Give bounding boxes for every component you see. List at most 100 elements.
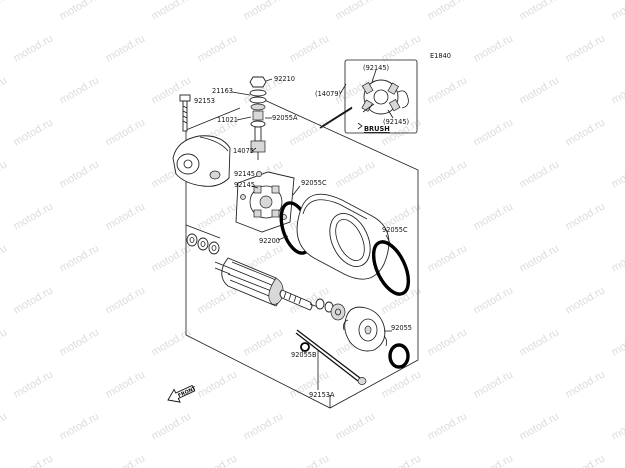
watermark-text: motod.ru [518,74,562,106]
watermark-text: motod.ru [334,0,378,23]
watermark-text: motod.ru [426,0,470,23]
watermark-text: motod.ru [426,410,470,442]
watermark-text: motod.ru [0,158,9,190]
inset-callout-92145-top: (92145) [363,64,389,72]
watermark-text: motod.ru [58,74,102,106]
callout-14079: (14079) [315,90,341,98]
front-cover [343,306,388,352]
watermark-text: motod.ru [12,32,56,64]
watermark-text: motod.ru [0,74,9,106]
yoke-housing [296,193,390,280]
callout-92055: 92055 [391,324,412,332]
callout-11021: 11021 [217,116,238,124]
watermark-text: motod.ru [0,0,9,23]
watermark-text: motod.ru [610,410,625,442]
watermark-text: motod.ru [610,326,625,358]
callout-92153: 92153 [194,97,215,105]
watermark-text: motod.ru [564,452,608,468]
bolt-92153 [179,94,191,132]
watermark-text: motod.ru [104,284,148,316]
watermark-text: motod.ru [426,158,470,190]
o-ring-92055C-lower [371,240,411,296]
watermark-text: motod.ru [104,200,148,232]
watermark-text: motod.ru [150,242,194,274]
watermark-text: motod.ru [196,284,240,316]
washer-stack-right [315,298,346,321]
watermark-text: motod.ru [12,452,56,468]
assembly-frame [185,97,419,409]
watermark-text: motod.ru [150,0,194,23]
callout-92200: 92200 [259,237,280,245]
watermark-text: motod.ru [242,410,286,442]
watermark-text: motod.ru [518,0,562,23]
watermark-text: motod.ru [150,326,194,358]
watermark-text: motod.ru [104,32,148,64]
watermark-text: motod.ru [0,326,9,358]
long-bolt-92153A [295,329,367,385]
figure-code: E1840 [430,52,451,60]
watermark-text: motod.ru [610,74,625,106]
watermark-text: motod.ru [58,410,102,442]
watermark-text: motod.ru [0,410,9,442]
watermark-text: motod.ru [242,0,286,23]
callout-92210: 92210 [274,75,295,83]
watermark-text: motod.ru [12,200,56,232]
watermark-text: motod.ru [196,32,240,64]
watermark-text: motod.ru [518,242,562,274]
callout-14075: 14075 [233,147,254,155]
watermark-text: motod.ru [564,32,608,64]
watermark-text: motod.ru [564,368,608,400]
watermark-text: motod.ru [426,242,470,274]
watermark-text: motod.ru [58,242,102,274]
watermark-text: motod.ru [104,116,148,148]
watermark-text: motod.ru [334,158,378,190]
watermark-text: motod.ru [610,0,625,23]
callout-92153A: 92153A [309,391,335,399]
terminal-stack [249,76,273,160]
watermark-text: motod.ru [610,158,625,190]
armature [214,257,319,311]
watermark-text: motod.ru [288,32,332,64]
watermark-text: motod.ru [288,452,332,468]
watermark-text: motod.ru [242,326,286,358]
front-arrow-icon: FRONT [167,384,198,403]
washer-stack-left [185,224,221,255]
inset-frame [344,59,418,134]
brush-inset: (92145) (92145) BRUSH [344,59,418,134]
watermark-text: motod.ru [12,116,56,148]
watermark-text: motod.ru [58,326,102,358]
watermark-text: motod.ru [104,452,148,468]
watermark-text: motod.ru [380,368,424,400]
watermark-text: motod.ru [564,116,608,148]
callout-21163: 21163 [212,87,233,95]
watermark-text: motod.ru [0,242,9,274]
watermark-text: motod.ru [12,368,56,400]
o-ring-92055 [388,343,410,369]
watermark-text: motod.ru [472,452,516,468]
watermark-text: motod.ru [380,284,424,316]
callout-92055B: 92055B [291,351,317,359]
watermark-text: motod.ru [380,452,424,468]
watermark-text: motod.ru [472,368,516,400]
watermark-text: motod.ru [518,410,562,442]
watermark-text: motod.ru [518,158,562,190]
o-ring-92055B [300,342,310,352]
callout-92055C-b: 92055C [382,226,408,234]
watermark-text: motod.ru [196,200,240,232]
watermark-text: motod.ru [472,284,516,316]
watermark-text: motod.ru [472,116,516,148]
inset-callout-92145-bottom: (92145) [383,118,409,126]
callout-92055C-a: 92055C [301,179,327,187]
watermark-text: motod.ru [58,158,102,190]
watermark-text: motod.ru [334,410,378,442]
watermark-text: motod.ru [196,452,240,468]
watermark-text: motod.ru [564,200,608,232]
watermark-text: motod.ru [472,32,516,64]
brush-label: BRUSH [364,125,390,133]
callout-92145-b: 92145 [234,181,255,189]
watermark-text: motod.ru [196,368,240,400]
watermark-text: motod.ru [472,200,516,232]
watermark-text: motod.ru [518,326,562,358]
watermark-text: motod.ru [58,0,102,23]
